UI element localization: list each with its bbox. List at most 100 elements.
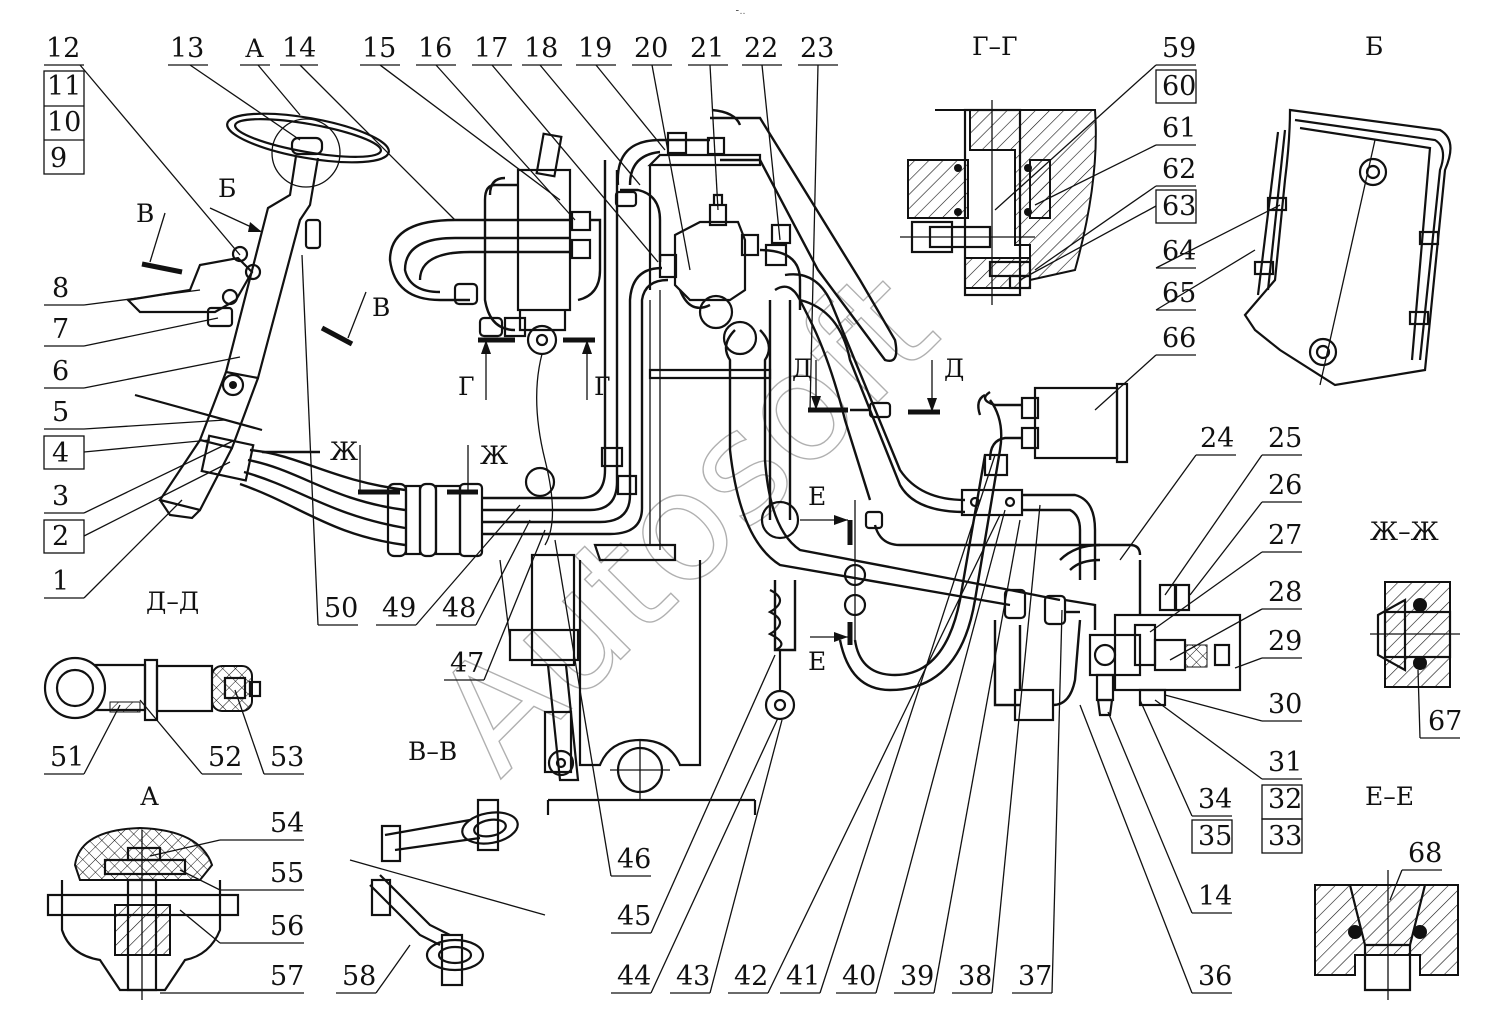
label-22: 22 — [744, 33, 778, 64]
view-b: Б — [1243, 32, 1452, 387]
label-66: 66 — [1162, 323, 1196, 354]
label-46: 46 — [617, 844, 651, 875]
view-letter-a: А — [245, 34, 264, 63]
label-19: 19 — [578, 33, 612, 64]
label-23: 23 — [800, 33, 834, 64]
label-13: 13 — [170, 33, 204, 64]
label-31: 31 — [1268, 747, 1302, 778]
mid-right-labels: 24 25 26 27 28 29 30 31 32 33 34 35 14 — [1079, 423, 1303, 994]
section-mark-e-2: Е — [808, 647, 826, 676]
section-title-a: А — [140, 782, 159, 811]
label-29: 29 — [1268, 626, 1302, 657]
section-v-v: В–В 58 — [336, 737, 546, 994]
section-mark-d-1: Д — [792, 354, 812, 383]
section-title-b: Б — [1365, 32, 1383, 61]
section-title-zh-zh: Ж–Ж — [1370, 517, 1439, 546]
view-letter-b: Б — [218, 174, 236, 203]
label-57: 57 — [270, 961, 304, 992]
label-55: 55 — [270, 858, 304, 889]
label-44: 44 — [617, 961, 651, 992]
label-62: 62 — [1162, 154, 1196, 185]
label-61: 61 — [1162, 113, 1196, 144]
label-10: 10 — [47, 107, 81, 138]
section-title-v-v: В–В — [408, 737, 457, 766]
section-g-g: Г–Г 59 60 61 62 63 64 65 66 — [900, 32, 1281, 411]
label-50: 50 — [324, 593, 358, 624]
label-24: 24 — [1200, 423, 1234, 454]
label-2: 2 — [52, 521, 69, 552]
label-4: 4 — [52, 438, 69, 469]
label-54: 54 — [270, 808, 304, 839]
left-labels: 8 7 6 5 4 3 2 1 — [43, 273, 85, 599]
left-leader-lines — [83, 289, 241, 599]
top-leader-lines — [79, 64, 819, 411]
label-65: 65 — [1162, 278, 1196, 309]
label-18: 18 — [524, 33, 558, 64]
label-36: 36 — [1198, 961, 1232, 992]
label-14: 14 — [282, 33, 316, 64]
label-42: 42 — [734, 961, 768, 992]
label-47: 47 — [450, 648, 484, 679]
label-51: 51 — [50, 742, 84, 773]
label-53: 53 — [270, 742, 304, 773]
right-assembly — [960, 382, 1242, 722]
top-mark: ⁃‥ — [735, 7, 746, 17]
section-mark-e-1: Е — [808, 482, 826, 511]
label-25: 25 — [1268, 423, 1302, 454]
central-pipes: Д Д Е Е — [722, 273, 1100, 721]
label-6: 6 — [52, 356, 69, 387]
label-20: 20 — [634, 33, 668, 64]
label-1: 1 — [52, 566, 69, 597]
section-mark-g-1: Г — [458, 372, 475, 401]
label-16: 16 — [418, 33, 452, 64]
section-mark-g-2: Г — [594, 372, 611, 401]
label-38: 38 — [958, 961, 992, 992]
steering-pump — [614, 108, 898, 362]
label-60: 60 — [1162, 71, 1196, 102]
view-arrows-left: В Б В — [136, 174, 390, 347]
section-mark-d-2: Д — [944, 354, 964, 383]
label-27: 27 — [1268, 520, 1302, 551]
section-title-d-d: Д–Д — [146, 587, 199, 616]
section-d-d: Д–Д 51 52 53 — [43, 587, 304, 775]
label-30: 30 — [1268, 689, 1302, 720]
label-7: 7 — [52, 314, 69, 345]
label-33: 33 — [1268, 821, 1302, 852]
label-5: 5 — [52, 397, 69, 428]
label-15: 15 — [362, 33, 396, 64]
section-title-g-g: Г–Г — [972, 32, 1018, 61]
label-28: 28 — [1268, 577, 1302, 608]
steering-column — [125, 112, 390, 520]
view-letter-v-2: В — [372, 293, 390, 322]
view-letter-v-1: В — [136, 199, 154, 228]
section-zh-zh: Ж–Ж 67 — [1370, 517, 1462, 739]
label-9: 9 — [50, 143, 67, 174]
label-41: 41 — [786, 961, 820, 992]
label-17: 17 — [474, 33, 508, 64]
label-45: 45 — [617, 901, 651, 932]
label-49: 49 — [382, 593, 416, 624]
label-43: 43 — [676, 961, 710, 992]
label-3: 3 — [52, 481, 69, 512]
label-63: 63 — [1162, 191, 1196, 222]
power-cylinder: Г Г — [388, 132, 611, 546]
view-a: А 54 55 56 57 — [46, 782, 304, 1000]
label-34: 34 — [1198, 784, 1232, 815]
label-8: 8 — [52, 273, 69, 304]
label-37: 37 — [1018, 961, 1052, 992]
label-35: 35 — [1198, 821, 1232, 852]
label-52: 52 — [208, 742, 242, 773]
section-mark-zh-2: Ж — [480, 441, 508, 470]
section-mark-zh-1: Ж — [330, 437, 358, 466]
label-14-right: 14 — [1198, 881, 1232, 912]
section-title-e-e: Е–Е — [1365, 782, 1414, 811]
label-67: 67 — [1428, 706, 1462, 737]
label-48: 48 — [442, 593, 476, 624]
label-32: 32 — [1268, 784, 1302, 815]
label-59: 59 — [1162, 33, 1196, 64]
label-11: 11 — [47, 71, 81, 102]
label-39: 39 — [900, 961, 934, 992]
label-58: 58 — [342, 961, 376, 992]
section-e-e: Е–Е 68 — [1314, 782, 1459, 1000]
